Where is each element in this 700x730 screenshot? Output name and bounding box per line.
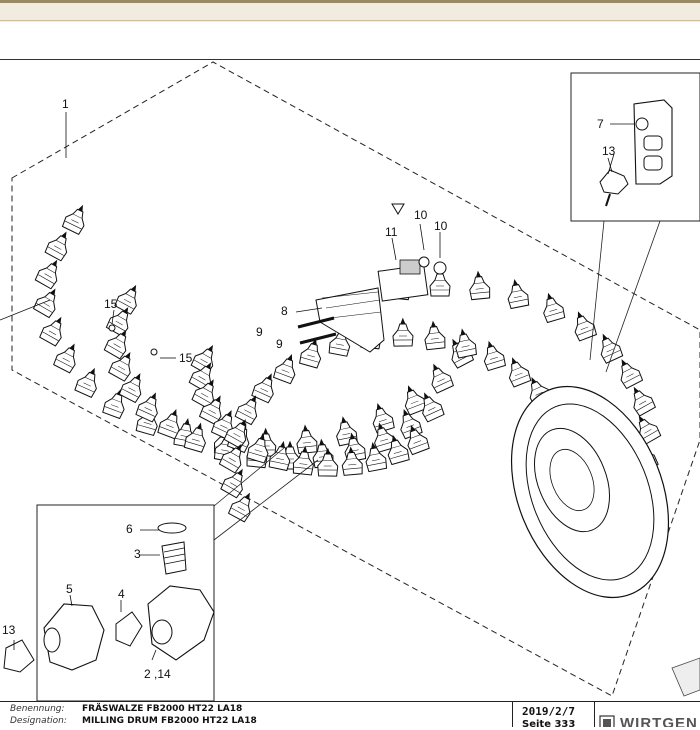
cutting-tool-71 (625, 382, 657, 417)
header-band (0, 0, 700, 22)
ejector-plate (297, 203, 447, 353)
callout-9a: 9 (256, 325, 263, 339)
leader-lines (0, 112, 615, 661)
name-label: Benennung: (10, 704, 65, 714)
cutting-tool-57 (392, 318, 414, 347)
callout-10b: 10 (434, 219, 448, 233)
cutting-tool-76 (504, 277, 531, 310)
header-rule-thin (0, 20, 700, 21)
cutting-tool-56 (422, 320, 447, 351)
header-rule (0, 0, 700, 3)
callout-13a: 13 (602, 144, 616, 158)
cutting-tool-54 (478, 338, 507, 372)
cutting-tool-53 (502, 354, 533, 388)
callout-9b: 9 (276, 337, 283, 351)
designation-value: MILLING DRUM FB2000 HT22 LA18 (82, 716, 257, 726)
cutting-tool-77 (467, 270, 492, 301)
detail-inset-holder (570, 72, 700, 373)
designation-label: Designation: (10, 716, 67, 726)
title-block-divider (512, 702, 513, 727)
callout-11: 11 (385, 225, 398, 239)
page-number: Seite 333 (522, 719, 576, 730)
callout-13b: 13 (2, 623, 16, 637)
cutting-tool-12 (294, 424, 319, 455)
cutting-tool-1 (43, 227, 76, 262)
drawing-frame-top (0, 59, 700, 60)
cutting-tool-18 (113, 280, 145, 316)
callout-15a: 15 (104, 297, 118, 311)
cutting-tool-16 (424, 360, 455, 395)
brand-logo-text: WIRTGEN (620, 715, 698, 727)
callout-3: 3 (134, 547, 141, 561)
cutting-tool-0 (61, 201, 92, 236)
cutting-tool-5 (52, 339, 84, 374)
cutting-tool-61 (272, 351, 302, 385)
title-block: Benennung: FRÄSWALZE FB2000 HT22 LA18 De… (0, 701, 700, 730)
cutting-tool-6 (73, 364, 104, 399)
callout-15b: 15 (179, 351, 193, 365)
exploded-parts-drawing: 1 2 ,14 3 4 5 6 7 8 9 9 10 10 11 13 13 1… (0, 61, 700, 701)
revision-date: 2019/2/7 (522, 705, 575, 718)
callout-4: 4 (118, 587, 125, 601)
assembly-boundary (11, 61, 700, 697)
title-block-divider-2 (594, 702, 595, 727)
cutting-tool-75 (538, 290, 567, 324)
cutting-tool-4 (38, 312, 70, 347)
bolt-15-a (108, 324, 116, 332)
cutting-tool-3 (32, 284, 64, 319)
brand-logo: WIRTGEN (598, 714, 700, 727)
callout-10a: 10 (414, 208, 428, 222)
detail-inset-toolholder (3, 447, 319, 701)
page-corner-mark (671, 657, 700, 697)
callout-5: 5 (66, 582, 73, 596)
callout-1: 1 (62, 97, 69, 111)
callout-6: 6 (126, 522, 133, 536)
cutting-tool-72 (612, 355, 644, 390)
callout-2-14: 2 ,14 (144, 667, 171, 681)
bolt-15-b (150, 348, 158, 356)
drum-flange (510, 385, 670, 599)
callout-8: 8 (281, 304, 288, 318)
name-value: FRÄSWALZE FB2000 HT22 LA18 (82, 704, 243, 714)
callout-7: 7 (597, 117, 604, 131)
